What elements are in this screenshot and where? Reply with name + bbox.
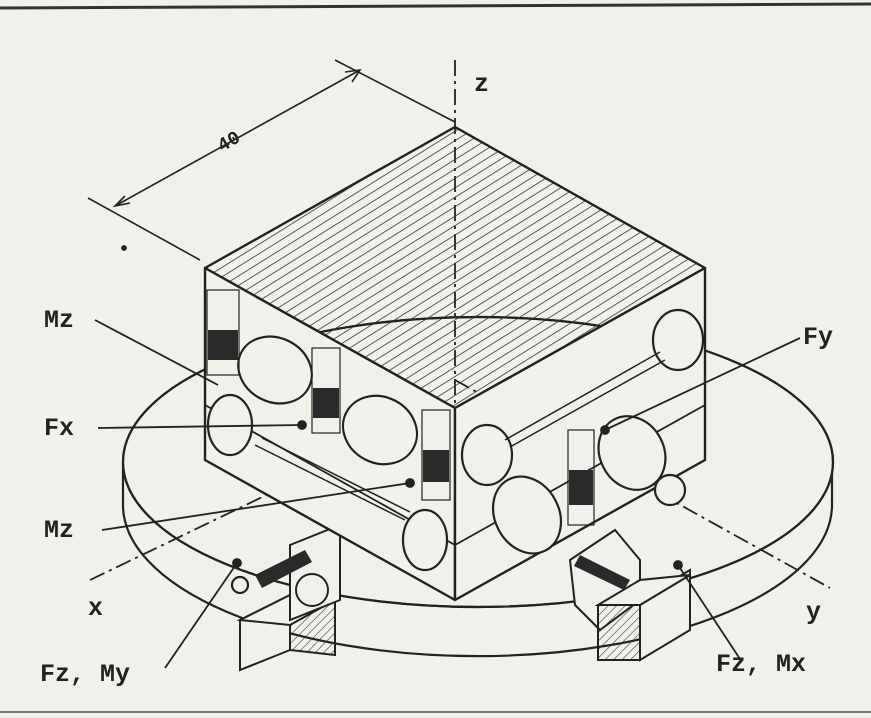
fx-label: Fx [44,414,75,443]
mz-upper-label: Mz [44,306,75,335]
fy-label: Fy [803,323,834,352]
cube-holes [206,308,705,595]
dimension-40 [87,59,456,261]
axis-x-label: x [88,594,104,623]
strain-gauges [206,289,630,590]
axis-y-label: y [806,598,822,627]
axis-z-label: z [474,70,490,99]
x-axis [89,449,361,581]
slots [254,351,666,521]
fz-my-label: Fz, My [40,660,131,689]
mz-lower-label: Mz [44,516,75,545]
leader-lines [94,245,801,669]
fz-mx-label: Fz, Mx [716,650,807,679]
clamp-left [236,523,341,672]
